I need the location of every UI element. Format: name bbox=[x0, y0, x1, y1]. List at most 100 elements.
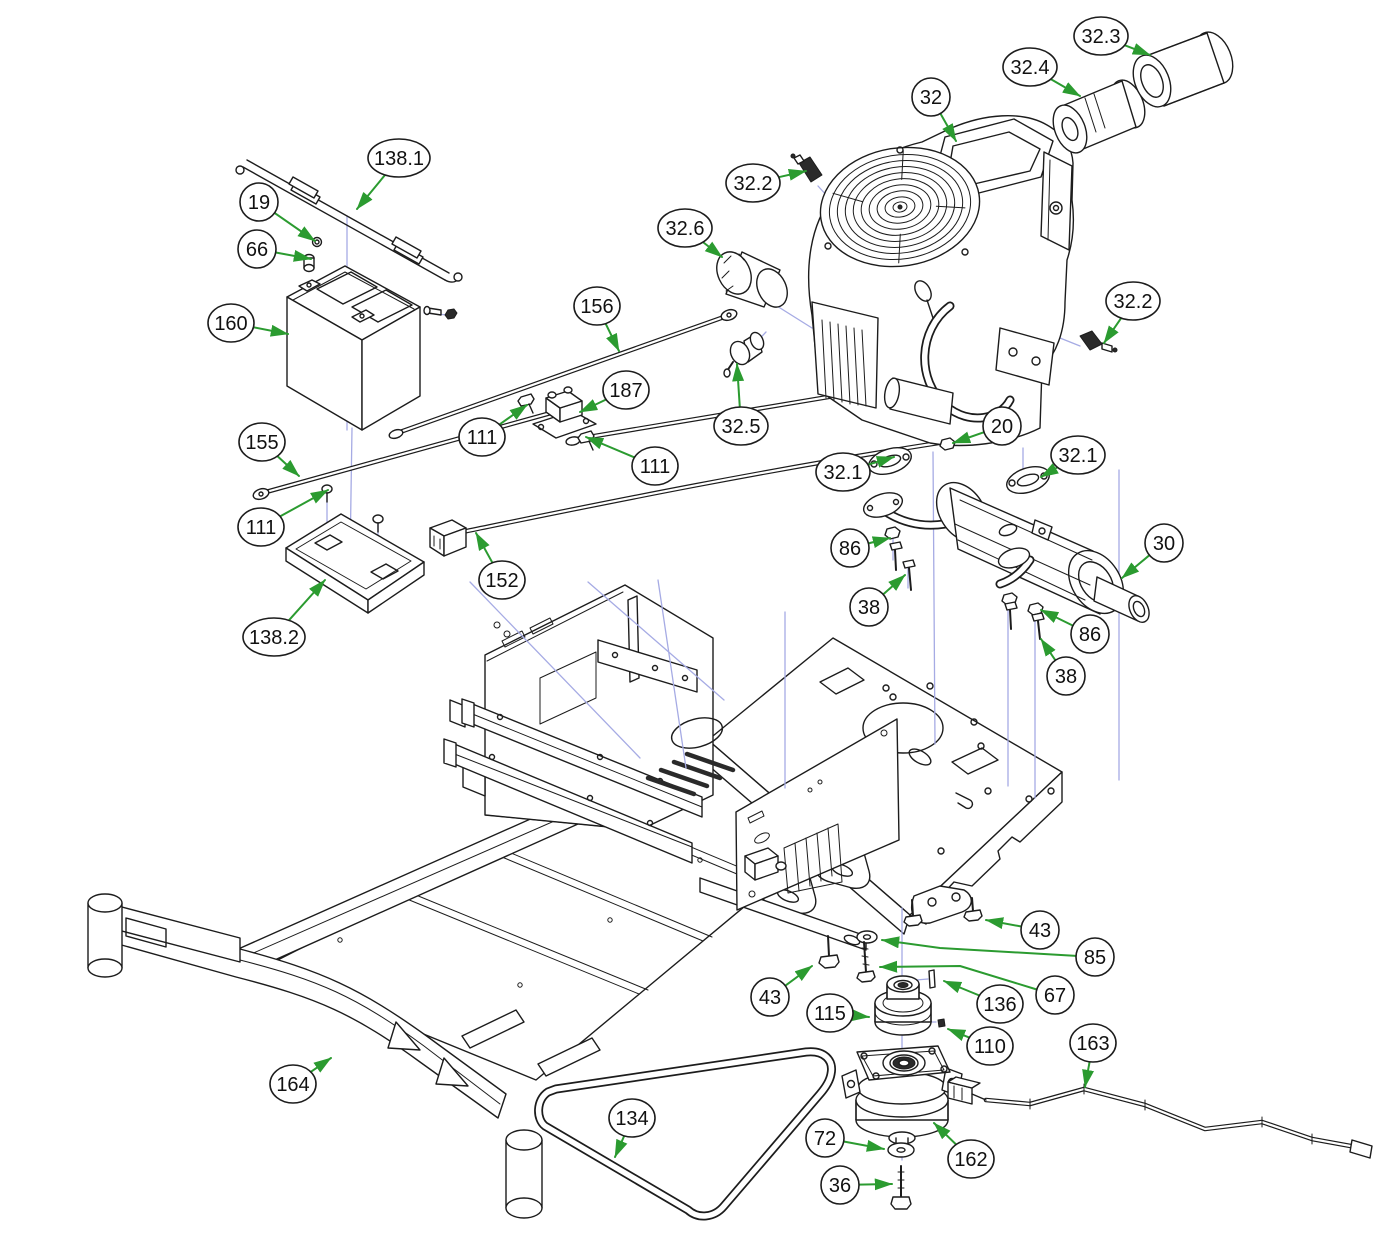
callout-136: 136 bbox=[943, 980, 1024, 1024]
callout-label: 43 bbox=[759, 987, 781, 1009]
spark-plug-left bbox=[790, 153, 823, 183]
callout-arrow bbox=[851, 1009, 870, 1022]
callout-156: 156 bbox=[573, 286, 621, 352]
callout-arrow bbox=[1103, 317, 1123, 344]
callout-circle bbox=[1046, 656, 1086, 696]
muffler-group bbox=[862, 437, 1150, 640]
callout-circle bbox=[237, 507, 285, 547]
callout-arrow bbox=[274, 249, 312, 262]
muffler-bolt bbox=[889, 541, 916, 591]
callout-circle bbox=[966, 1026, 1014, 1066]
callout-115: 115 bbox=[806, 993, 870, 1033]
callout-134: 134 bbox=[608, 1098, 656, 1158]
battery-cable-156 bbox=[388, 308, 738, 440]
callout-layer: 32.332.43232.232.632.2138.11966160156187… bbox=[207, 16, 1184, 1205]
callout-arrow bbox=[858, 1178, 893, 1191]
callout-label: 36 bbox=[829, 1175, 851, 1197]
callout-32.1: 32.1 bbox=[1040, 435, 1106, 478]
callout-138.2: 138.2 bbox=[242, 579, 326, 657]
callout-32.4: 32.4 bbox=[1002, 47, 1081, 97]
pan-bracket bbox=[461, 1009, 525, 1049]
callout-circle bbox=[1002, 47, 1058, 87]
callout-circle bbox=[1075, 937, 1115, 977]
callout-32.3: 32.3 bbox=[1073, 16, 1151, 56]
spark-plug-right bbox=[1079, 330, 1118, 353]
exhaust-flange bbox=[862, 492, 904, 518]
callout-label: 111 bbox=[640, 456, 670, 478]
callout-32.6: 32.6 bbox=[657, 208, 723, 258]
floor-slats bbox=[645, 751, 736, 797]
callout-arrow bbox=[882, 574, 906, 596]
callout-32.2: 32.2 bbox=[725, 163, 807, 203]
callout-arrow bbox=[309, 1057, 332, 1073]
callout-label: 32.5 bbox=[722, 416, 761, 438]
callout-arrow bbox=[498, 404, 528, 426]
callout-circle bbox=[849, 587, 889, 627]
callout-19: 19 bbox=[239, 182, 316, 242]
callout-arrow bbox=[933, 1122, 958, 1146]
pulley-115 bbox=[874, 975, 932, 1036]
callout-110: 110 bbox=[947, 1026, 1014, 1066]
callout-circle bbox=[478, 560, 526, 600]
callout-circle bbox=[602, 370, 650, 410]
callout-32.5: 32.5 bbox=[713, 363, 769, 446]
callout-label: 86 bbox=[839, 538, 861, 560]
engine-fan-screen bbox=[819, 146, 981, 268]
drive-belt bbox=[534, 1047, 837, 1221]
callout-label: 72 bbox=[814, 1128, 836, 1150]
panel-tab bbox=[449, 699, 466, 728]
callout-arrow bbox=[279, 489, 329, 518]
callout-163: 163 bbox=[1069, 1023, 1117, 1088]
deck-bolt bbox=[818, 897, 983, 969]
callout-circle bbox=[820, 1165, 860, 1205]
callout-85: 85 bbox=[881, 936, 1115, 977]
callout-label: 162 bbox=[954, 1149, 987, 1171]
callout-label: 138.1 bbox=[374, 148, 424, 170]
callout-circle bbox=[1069, 1023, 1117, 1063]
pan-bracket bbox=[537, 1037, 601, 1077]
callout-label: 32.1 bbox=[1059, 445, 1098, 467]
callout-20: 20 bbox=[952, 406, 1022, 446]
callout-circle bbox=[1070, 614, 1110, 654]
callout-label: 32 bbox=[920, 87, 942, 109]
callout-66: 66 bbox=[237, 229, 312, 269]
callout-label: 32.3 bbox=[1082, 26, 1121, 48]
starter-solenoid bbox=[532, 386, 597, 439]
callout-arrow bbox=[356, 174, 386, 210]
callout-arrow bbox=[273, 211, 316, 242]
carburetor bbox=[995, 327, 1055, 386]
engine-group bbox=[716, 31, 1234, 447]
callout-138.1: 138.1 bbox=[356, 138, 431, 210]
clutch-group bbox=[818, 897, 1373, 1210]
callout-label: 86 bbox=[1079, 624, 1101, 646]
callout-152: 152 bbox=[475, 532, 526, 600]
callout-arrow bbox=[475, 532, 494, 564]
callout-circle bbox=[947, 1139, 995, 1179]
washer-85 bbox=[856, 930, 878, 944]
callout-arrow bbox=[585, 436, 636, 459]
callout-label: 32.4 bbox=[1011, 57, 1050, 79]
callout-circle bbox=[238, 422, 286, 462]
rail-gusset bbox=[435, 1057, 469, 1087]
exhaust-flange bbox=[997, 547, 1031, 569]
callout-arrow bbox=[939, 112, 957, 142]
callout-label: 164 bbox=[276, 1074, 309, 1096]
callout-circle bbox=[367, 138, 431, 178]
callout-circle bbox=[237, 229, 277, 269]
oil-filter bbox=[716, 251, 788, 308]
callout-circle bbox=[239, 182, 279, 222]
callout-circle bbox=[806, 993, 854, 1033]
callout-arrow bbox=[952, 431, 985, 444]
callout-160: 160 bbox=[207, 303, 289, 343]
callout-label: 163 bbox=[1076, 1033, 1109, 1055]
callout-label: 85 bbox=[1084, 947, 1106, 969]
callout-label: 138.2 bbox=[249, 627, 299, 649]
flange-nut bbox=[939, 437, 956, 451]
rail-gusset bbox=[387, 1021, 421, 1051]
callout-circle bbox=[1020, 910, 1060, 950]
callout-86: 86 bbox=[1040, 609, 1110, 654]
callout-32.2: 32.2 bbox=[1103, 281, 1161, 344]
callout-circle bbox=[976, 984, 1024, 1024]
callout-arrow bbox=[867, 536, 891, 548]
